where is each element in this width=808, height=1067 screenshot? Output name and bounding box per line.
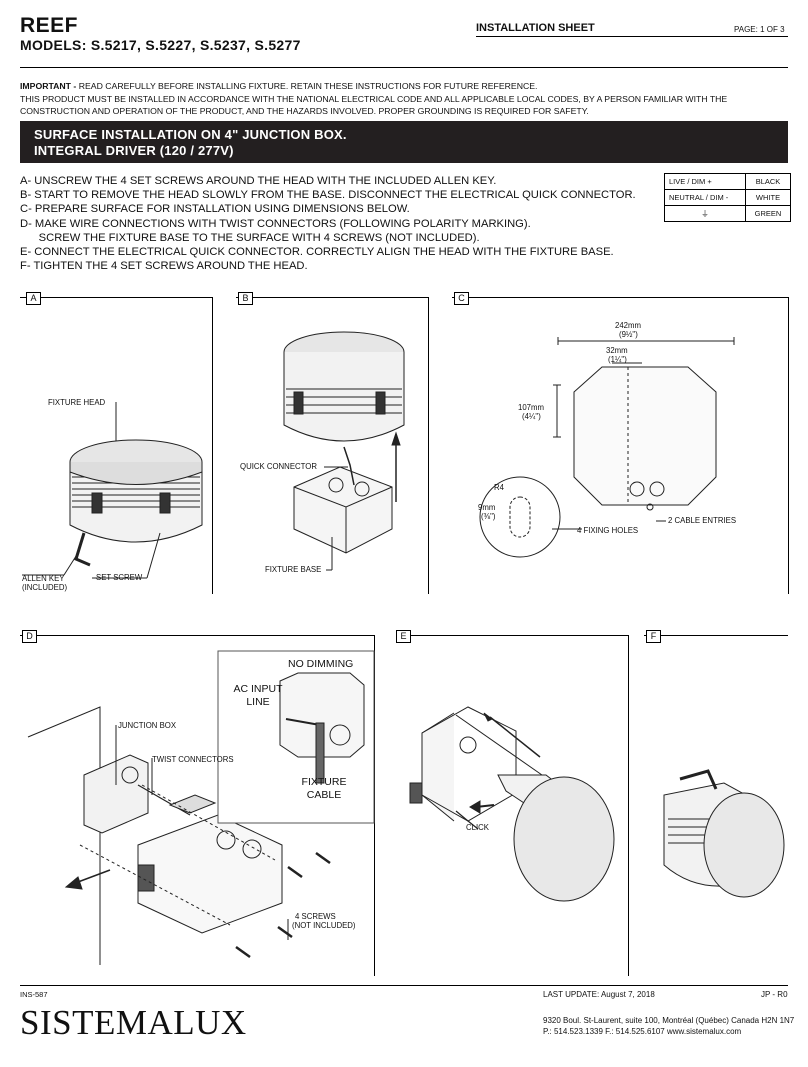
wire-label: LIVE / DIM + xyxy=(664,173,746,190)
panel-f xyxy=(644,635,788,976)
panel-f-tag: F xyxy=(646,630,661,643)
revision: JP - R0 xyxy=(761,990,788,999)
panel-c-tag: C xyxy=(454,292,469,305)
notice-line-2: THIS PRODUCT MUST BE INSTALLED IN ACCORD… xyxy=(20,93,728,104)
wire-color: GREEN xyxy=(745,205,791,222)
junction-box-label: JUNCTION BOX xyxy=(118,721,177,730)
step-b: B- START TO REMOVE THE HEAD SLOWLY FROM … xyxy=(20,189,636,202)
head-removal-illustration xyxy=(283,331,405,571)
twist-connectors-label: TWIST CONNECTORS xyxy=(152,755,234,764)
step-d-continued: SCREW THE FIXTURE BASE TO THE SURFACE WI… xyxy=(20,231,480,244)
notice-line-1: READ CAREFULLY BEFORE INSTALLING FIXTURE… xyxy=(76,81,538,91)
contact-line: P.: 514.523.1339 F.: 514.525.6107 www.si… xyxy=(543,1027,742,1036)
panel-a-tag: A xyxy=(26,292,41,305)
wire-color: BLACK xyxy=(745,173,791,190)
fixture-cable-line-1: FIXTURE xyxy=(301,776,347,788)
dimension-diagram xyxy=(479,337,735,558)
set-screw-label: SET SCREW xyxy=(96,573,143,582)
step-f: F- TIGHTEN THE 4 SET SCREWS AROUND THE H… xyxy=(20,260,308,273)
slot-dimension: 9mm xyxy=(478,503,496,512)
panel-e xyxy=(396,635,629,976)
company-logo: SISTEMALUX xyxy=(20,1003,247,1042)
panel-d xyxy=(20,635,375,976)
panel-b xyxy=(236,297,429,594)
wire-color: WHITE xyxy=(745,189,791,206)
height-dimension-inches: (4¼") xyxy=(522,412,541,421)
fixture-cable-line-2: CABLE xyxy=(306,789,342,801)
banner-line-2: INTEGRAL DRIVER (120 / 277V) xyxy=(34,143,234,158)
fixture-base-label: FIXTURE BASE xyxy=(265,565,322,574)
table-row: NEUTRAL / DIM -WHITE xyxy=(664,189,791,206)
panel-b-tag: B xyxy=(238,292,253,305)
table-row: ⏚GREEN xyxy=(664,205,791,222)
quick-connector-label: QUICK CONNECTOR xyxy=(240,462,317,471)
ac-input-line-2: LINE xyxy=(246,696,270,708)
wiring-table: LIVE / DIM +BLACK NEUTRAL / DIM -WHITE ⏚… xyxy=(664,173,791,222)
width-dimension-inches: (9½") xyxy=(619,330,638,339)
radius-label: R4 xyxy=(494,483,504,492)
footer-divider xyxy=(20,985,788,986)
offset-dimension: 32mm xyxy=(606,346,628,355)
step-e: E- CONNECT THE ELECTRICAL QUICK CONNECTO… xyxy=(20,246,614,259)
allen-key-note: (INCLUDED) xyxy=(22,583,68,592)
instruction-steps: A- UNSCREW THE 4 SET SCREWS AROUND THE H… xyxy=(20,174,636,273)
offset-dimension-inches: (1¼") xyxy=(608,355,627,364)
no-dimming-label: NO DIMMING xyxy=(288,658,354,670)
head-alignment-illustration xyxy=(409,706,615,902)
width-dimension: 242mm xyxy=(615,321,641,330)
document-id: INS-587 xyxy=(20,990,48,999)
fixture-head-label: FIXTURE HEAD xyxy=(48,398,106,407)
click-label: CLICK xyxy=(466,823,489,832)
set-screw-tightening-illustration xyxy=(663,769,785,898)
model-list: MODELS: S.5217, S.5227, S.5237, S.5277 xyxy=(20,37,301,53)
panel-c xyxy=(452,297,789,594)
wiring-mounting-illustration xyxy=(27,650,375,965)
banner-line-1: SURFACE INSTALLATION ON 4" JUNCTION BOX. xyxy=(34,127,347,142)
slot-dimension-inches: (⅜") xyxy=(481,512,496,521)
step-a: A- UNSCREW THE 4 SET SCREWS AROUND THE H… xyxy=(20,175,497,187)
important-notice: IMPORTANT - READ CAREFULLY BEFORE INSTAL… xyxy=(20,80,788,118)
panel-d-tag: D xyxy=(22,630,37,643)
wire-label: NEUTRAL / DIM - xyxy=(664,189,746,206)
step-d: D- MAKE WIRE CONNECTIONS WITH TWIST CONN… xyxy=(20,217,531,230)
notice-line-3: CONSTRUCTION AND OPERATION OF THE PRODUC… xyxy=(20,106,589,116)
fixture-head-illustration xyxy=(22,402,203,579)
panel-a xyxy=(20,297,213,594)
screws-note: (NOT INCLUDED) xyxy=(292,921,356,930)
header-rule xyxy=(476,36,788,37)
important-label: IMPORTANT - xyxy=(20,81,77,91)
fixing-holes-label: 4 FIXING HOLES xyxy=(577,526,639,535)
ac-input-line-1: AC INPUT xyxy=(233,683,283,695)
page-number: PAGE: 1 OF 3 xyxy=(734,25,785,34)
company-address: 9320 Boul. St-Laurent, suite 100, Montré… xyxy=(543,1015,794,1037)
last-update: LAST UPDATE: August 7, 2018 xyxy=(543,990,655,999)
panel-e-tag: E xyxy=(396,630,411,643)
cable-entries-label: 2 CABLE ENTRIES xyxy=(668,516,737,525)
ground-icon: ⏚ xyxy=(664,205,746,222)
allen-key-label: ALLEN KEY xyxy=(22,574,65,583)
section-banner: SURFACE INSTALLATION ON 4" JUNCTION BOX.… xyxy=(20,121,788,163)
step-c: C- PREPARE SURFACE FOR INSTALLATION USIN… xyxy=(20,203,410,216)
address-line: 9320 Boul. St-Laurent, suite 100, Montré… xyxy=(543,1016,795,1025)
sheet-title: INSTALLATION SHEET xyxy=(476,22,595,34)
header-divider xyxy=(20,67,788,68)
screws-label: 4 SCREWS xyxy=(295,912,336,921)
brand-name: REEF xyxy=(20,14,79,37)
height-dimension: 107mm xyxy=(518,403,544,412)
table-row: LIVE / DIM +BLACK xyxy=(664,173,791,190)
